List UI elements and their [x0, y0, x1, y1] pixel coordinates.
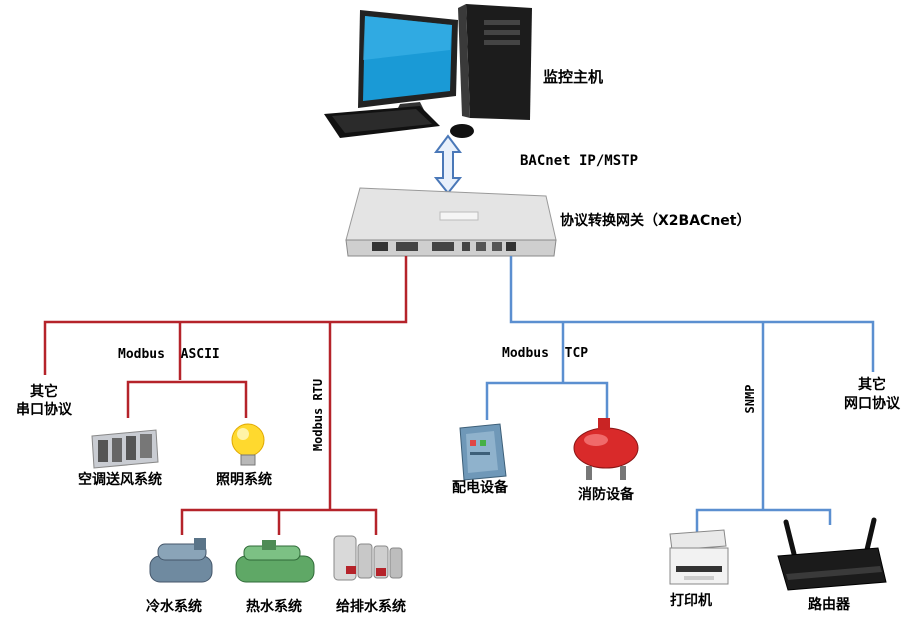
air-handling-unit-icon: [91, 429, 159, 469]
gateway-label: 协议转换网关（X2BACnet）: [560, 213, 751, 229]
power-label: 配电设备: [452, 480, 508, 496]
modbus-tcp-label: Modbus TCP: [502, 346, 589, 361]
serial-bus-lines: [43, 256, 408, 535]
electrical-cabinet-icon: [459, 423, 507, 481]
serial-other-label-line2: 串口协议: [16, 402, 72, 418]
net-other-label-line1: 其它: [858, 377, 886, 393]
snmp-label: SNMP: [743, 384, 757, 414]
serial-other-label-line1: 其它: [30, 384, 58, 400]
hot-water-chiller-icon: [235, 540, 315, 583]
water-supply-label: 给排水系统: [336, 599, 406, 615]
gateway-device-icon: [345, 187, 557, 257]
lighting-label: 照明系统: [216, 472, 272, 488]
fire-pump-icon: [573, 418, 639, 480]
modbus-ascii-label: Modbus ASCII: [118, 347, 220, 362]
chiller-hot-label: 热水系统: [246, 599, 302, 615]
printer-icon: [669, 529, 729, 585]
network-bus-lines: [485, 256, 875, 538]
printer-label: 打印机: [670, 593, 712, 609]
light-bulb-icon: [231, 423, 265, 466]
router-label: 路由器: [808, 597, 850, 613]
cold-water-chiller-icon: [149, 538, 213, 583]
router-icon: [777, 517, 887, 591]
chiller-cold-label: 冷水系统: [146, 599, 202, 615]
fire-label: 消防设备: [578, 487, 634, 503]
bacnet-link-label: BACnet IP/MSTP: [520, 153, 639, 169]
aircon-label: 空调送风系统: [78, 472, 162, 488]
bacnet-link-arrow: [433, 134, 463, 195]
host-label: 监控主机: [543, 68, 604, 86]
modbus-rtu-label: Modbus RTU: [311, 378, 325, 452]
host-computer-icon: [324, 4, 532, 138]
net-other-label-line2: 网口协议: [844, 396, 900, 412]
water-supply-pump-icon: [333, 535, 403, 581]
